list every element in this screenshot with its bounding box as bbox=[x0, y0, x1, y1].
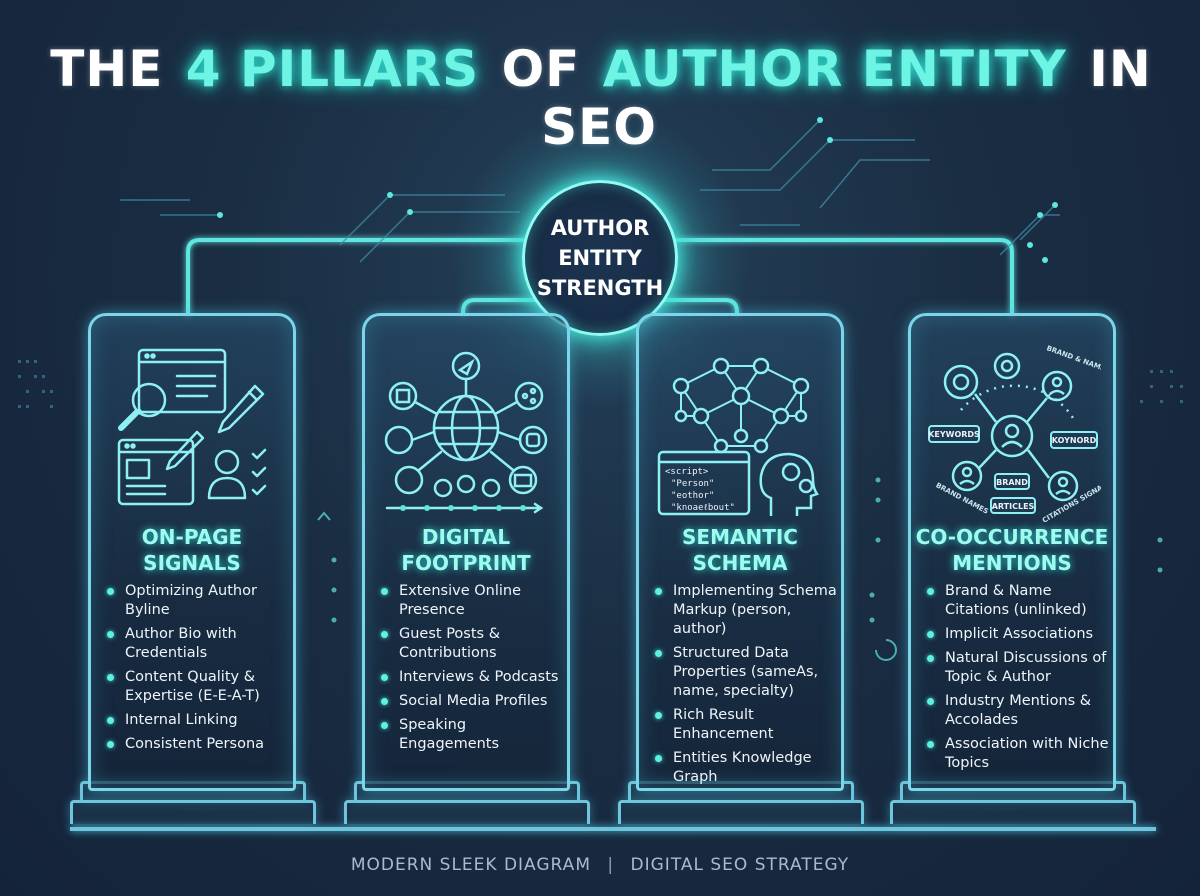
hub-circle: AUTHOR ENTITY STRENGTH bbox=[522, 180, 678, 336]
footer-left: MODERN SLEEK DIAGRAM bbox=[350, 855, 591, 875]
pillar-base bbox=[344, 800, 590, 824]
document-search-edit-profile-icon bbox=[117, 348, 267, 506]
hub-label-line3: STRENGTH bbox=[536, 276, 664, 300]
tag-articles: ARTICLES bbox=[992, 502, 1035, 511]
pillar-co-occurrence-mentions: KEYWORDS KOYNORD BRAND ARTICLES BRAND & … bbox=[908, 313, 1116, 791]
hub-label-line1: AUTHOR bbox=[550, 216, 650, 240]
scatter-dots bbox=[331, 477, 1163, 623]
list-item: Natural Discussions of Topic & Author bbox=[925, 649, 1113, 687]
knowledge-graph-code-icon: <script> "Person" "eothor" "knoaeℓbout" bbox=[657, 357, 819, 516]
pillar-title-line2: FOOTPRINT bbox=[401, 551, 531, 575]
tag-brand: BRAND bbox=[996, 478, 1028, 487]
list-item: Extensive Online Presence bbox=[379, 582, 567, 620]
hub-label: AUTHOR ENTITY STRENGTH bbox=[530, 213, 670, 303]
pillar-title-line2: SIGNALS bbox=[143, 551, 241, 575]
pillar-base bbox=[890, 800, 1136, 824]
hub-connectors bbox=[186, 238, 1014, 316]
page-title: THE 4 PILLARS OF AUTHOR ENTITY IN SEO bbox=[0, 40, 1200, 156]
list-item: Social Media Profiles bbox=[379, 692, 567, 711]
pillar-base bbox=[70, 800, 316, 824]
pillar-list: Implementing Schema Markup (person, auth… bbox=[653, 582, 841, 792]
pillar-title-line1: CO-OCCURRENCE bbox=[915, 525, 1109, 549]
pillar-semantic-schema: <script> "Person" "eothor" "knoaeℓbout" … bbox=[636, 313, 844, 791]
list-item: Entities Knowledge Graph bbox=[653, 749, 841, 787]
pillar-title: CO-OCCURRENCE MENTIONS bbox=[911, 524, 1113, 576]
list-item: Optimizing Author Byline bbox=[105, 582, 293, 620]
list-item: Consistent Persona bbox=[105, 735, 293, 754]
pillar-digital-footprint: DIGITAL FOOTPRINT Extensive Online Prese… bbox=[362, 313, 570, 791]
title-word-the: THE bbox=[50, 40, 164, 98]
pillar-title-line1: ON-PAGE bbox=[141, 525, 243, 549]
pillar-title-line1: DIGITAL bbox=[421, 525, 511, 549]
hub-label-line2: ENTITY bbox=[558, 246, 642, 270]
globe-network-icon bbox=[384, 351, 548, 514]
list-item: Speaking Engagements bbox=[379, 716, 567, 754]
code-line: "eothor" bbox=[671, 491, 714, 501]
code-line: "knoaeℓbout" bbox=[671, 503, 735, 513]
list-item: Association with Niche Topics bbox=[925, 735, 1113, 773]
tag-keywords: KEYWORDS bbox=[928, 430, 980, 439]
title-word-in-seo: IN SEO bbox=[541, 40, 1152, 156]
floor-line bbox=[70, 827, 1156, 831]
pillar-on-page-signals: ON-PAGE SIGNALS Optimizing Author Byline… bbox=[88, 313, 296, 791]
list-item: Structured Data Properties (sameAs, name… bbox=[653, 644, 841, 701]
title-word-of: OF bbox=[501, 40, 581, 98]
list-item: Rich Result Enhancement bbox=[653, 706, 841, 744]
circuit-traces bbox=[120, 119, 1060, 263]
pillar-base bbox=[618, 800, 864, 824]
pillar-title-line2: MENTIONS bbox=[952, 551, 1072, 575]
list-item: Industry Mentions & Accolades bbox=[925, 692, 1113, 730]
footer-right: DIGITAL SEO STRATEGY bbox=[630, 855, 850, 875]
footer-caption: MODERN SLEEK DIAGRAM | DIGITAL SEO STRAT… bbox=[0, 855, 1200, 875]
pillar-title: ON-PAGE SIGNALS bbox=[91, 524, 293, 576]
list-item: Author Bio with Credentials bbox=[105, 625, 293, 663]
pillar-title-line1: SEMANTIC bbox=[682, 525, 798, 549]
pillar-list: Brand & Name Citations (unlinked) Implic… bbox=[925, 582, 1113, 778]
circuit-nodes bbox=[217, 117, 1058, 263]
pillar-title: DIGITAL FOOTPRINT bbox=[365, 524, 567, 576]
list-item: Guest Posts & Contributions bbox=[379, 625, 567, 663]
tag-brand-names: BRAND NAMES bbox=[934, 481, 989, 515]
title-highlight-pillars: 4 PILLARS bbox=[185, 40, 480, 98]
tag-koynord: KOYNORD bbox=[1052, 436, 1097, 445]
list-item: Implementing Schema Markup (person, auth… bbox=[653, 582, 841, 639]
pillar-list: Optimizing Author Byline Author Bio with… bbox=[105, 582, 293, 759]
title-highlight-author-entity: AUTHOR ENTITY bbox=[602, 40, 1067, 98]
footer-separator: | bbox=[607, 855, 615, 875]
pillar-title-line2: SCHEMA bbox=[692, 551, 788, 575]
pillar-title: SEMANTIC SCHEMA bbox=[639, 524, 841, 576]
mentions-network-icon: KEYWORDS KOYNORD BRAND ARTICLES BRAND & … bbox=[928, 344, 1101, 525]
tag-brand-name: BRAND & NAME bbox=[1045, 344, 1101, 373]
pillar-list: Extensive Online Presence Guest Posts & … bbox=[379, 582, 567, 759]
code-line: <script> bbox=[665, 467, 709, 477]
code-line: "Person" bbox=[671, 479, 714, 489]
list-item: Implicit Associations bbox=[925, 625, 1113, 644]
dot-matrix-right bbox=[1140, 370, 1183, 403]
list-item: Brand & Name Citations (unlinked) bbox=[925, 582, 1113, 620]
list-item: Content Quality & Expertise (E-E-A-T) bbox=[105, 668, 293, 706]
list-item: Internal Linking bbox=[105, 711, 293, 730]
dot-matrix-left bbox=[18, 360, 53, 408]
list-item: Interviews & Podcasts bbox=[379, 668, 567, 687]
